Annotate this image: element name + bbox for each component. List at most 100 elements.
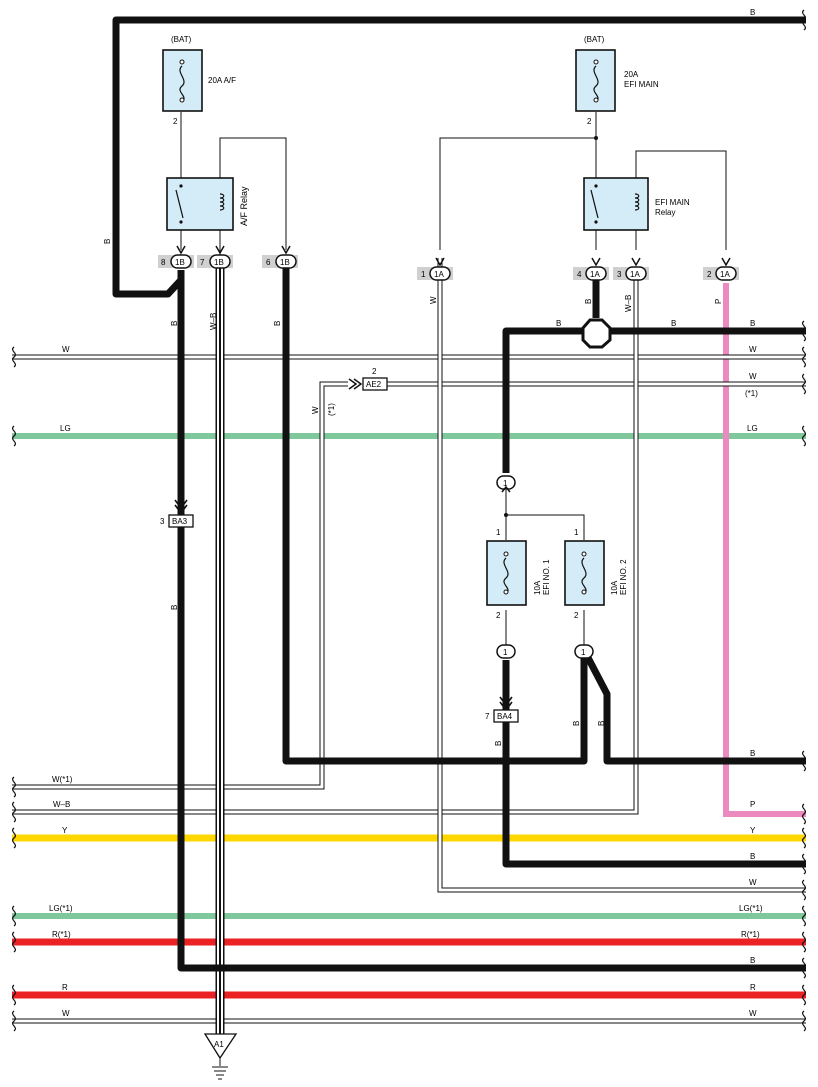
relay-efi-main-label2: Relay [655, 208, 675, 217]
fuse-efi-no2-label1: 10A [610, 580, 619, 595]
conn-pin: 3 [617, 270, 622, 279]
fuse-efi-main-label2: EFI MAIN [624, 80, 659, 89]
relay-efi-main-label1: EFI MAIN [655, 198, 690, 207]
label-pin2: P [714, 299, 723, 304]
bus-right: P [750, 800, 755, 809]
conn-name: 1B [175, 258, 185, 267]
bus-right: W [749, 878, 757, 887]
relay-af-label: A/F Relay [239, 186, 249, 226]
fuse-af-pin: 2 [173, 117, 178, 126]
bus-left: Y [62, 826, 68, 835]
bus-note: (*1) [745, 389, 758, 398]
conn-pin: 7 [200, 258, 205, 267]
fuse-efi-main-pin: 2 [587, 117, 592, 126]
bus-right: B [750, 8, 755, 17]
ba4-pin: 7 [485, 712, 490, 721]
ground-label: A1 [214, 1040, 224, 1049]
bus-right: Y [750, 826, 756, 835]
fuse-af: (BAT) 20A A/F 2 [162, 35, 236, 126]
label-feed-left: B [103, 239, 112, 244]
connector-ba4: BA4 7 [485, 696, 519, 723]
junction-pin: 1 [581, 648, 586, 657]
bus-right: R [750, 983, 756, 992]
ba4-name: BA4 [497, 712, 513, 721]
conn-pin: 1 [421, 270, 426, 279]
fuse-efi-main-source: (BAT) [584, 35, 605, 44]
junction-pin: 1 [503, 648, 508, 657]
label-ba3-below: B [170, 605, 179, 610]
bus-left: W(*1) [52, 775, 73, 784]
conn-name: 1A [590, 270, 600, 279]
bus-right: B [750, 319, 755, 328]
bus-left: R(*1) [52, 930, 71, 939]
bus-labels: B B W W W (*1) LG LG B W(*1) W–B P Y Y B… [49, 8, 763, 1018]
fuse-efi-no1-label2: EFI NO. 1 [542, 559, 551, 595]
fuse-efi-no1-pin-bottom: 2 [496, 611, 501, 620]
colored-wires [12, 283, 806, 999]
bus-right: LG(*1) [739, 904, 763, 913]
label-pin1: W [429, 296, 438, 304]
label-pin7: W–B [209, 313, 218, 330]
fuse-af-source: (BAT) [171, 35, 192, 44]
bus-right: B [750, 749, 755, 758]
fuse-efi-no2-pin-bottom: 2 [574, 611, 579, 620]
label-ae2-w: W [311, 406, 320, 414]
label-splice-left: B [556, 319, 561, 328]
fuse-efi-no1-label1: 10A [533, 580, 542, 595]
relay-efi-main: EFI MAIN Relay [583, 177, 690, 231]
bus-right: W [749, 345, 757, 354]
splice-point [581, 318, 612, 349]
label-efi2-below: B [572, 721, 581, 726]
fuse-efi-no2: 1 2 10A EFI NO. 2 [564, 528, 628, 620]
junction-pin: 1 [503, 479, 508, 488]
fuse-efi-no2-pin-top: 1 [574, 528, 579, 537]
label-pin4: B [584, 299, 593, 304]
label-ae2-note: (*1) [327, 403, 336, 416]
conn-pin: 8 [161, 258, 166, 267]
bus-left: R [62, 983, 68, 992]
ba3-name: BA3 [172, 517, 188, 526]
ae2-pin: 2 [372, 367, 377, 376]
bus-right: B [750, 852, 755, 861]
label-pin3: W–B [624, 295, 633, 312]
bus-left: LG(*1) [49, 904, 73, 913]
bus-left: LG [60, 424, 71, 433]
fuse-efi-main: (BAT) 20A EFI MAIN 2 [575, 35, 659, 126]
conn-pin: 2 [707, 270, 712, 279]
label-efi2-right: B [597, 721, 606, 726]
bus-right: W [749, 1009, 757, 1018]
bus-right: R(*1) [741, 930, 760, 939]
fuse-efi-main-label1: 20A [624, 70, 639, 79]
break-marks [11, 9, 807, 1032]
conn-name: 1B [280, 258, 290, 267]
fuse-efi-no1: 1 2 10A EFI NO. 1 [486, 528, 551, 620]
fuse-af-label: 20A A/F [208, 76, 236, 85]
connector-ae2: AE2 2 [348, 367, 388, 391]
ground-a1: A1 [203, 1033, 238, 1080]
wire-w-b-ground [215, 268, 225, 1034]
bus-left: W–B [53, 800, 70, 809]
conn-name: 1A [630, 270, 640, 279]
bus-left: W [62, 345, 70, 354]
ae2-name: AE2 [366, 380, 382, 389]
relay-af: A/F Relay [166, 177, 249, 231]
conn-pin: 4 [577, 270, 582, 279]
label-pin6: B [273, 321, 282, 326]
wire-p [723, 283, 806, 817]
ba3-pin: 3 [160, 517, 165, 526]
connector-ba3: BA3 3 [160, 499, 194, 528]
bus-right: B [750, 956, 755, 965]
fuse-efi-no1-pin-top: 1 [496, 528, 501, 537]
fuse-efi-no2-label2: EFI NO. 2 [619, 559, 628, 595]
conn-name: 1B [214, 258, 224, 267]
relay-connectors: 8 1B 7 1B 6 1B 1 1A 4 1A 3 1A 2 1A [158, 245, 739, 281]
conn-pin: 6 [266, 258, 271, 267]
label-efi1-below: B [494, 741, 503, 746]
wire-labels: B W–B B W W–B P B B B B W (*1) B B B B [103, 239, 723, 746]
label-pin8: B [170, 321, 179, 326]
black-wires [112, 16, 806, 972]
conn-name: 1A [720, 270, 730, 279]
label-splice-right: B [671, 319, 676, 328]
junction-connectors: 1 1 1 [496, 475, 594, 659]
